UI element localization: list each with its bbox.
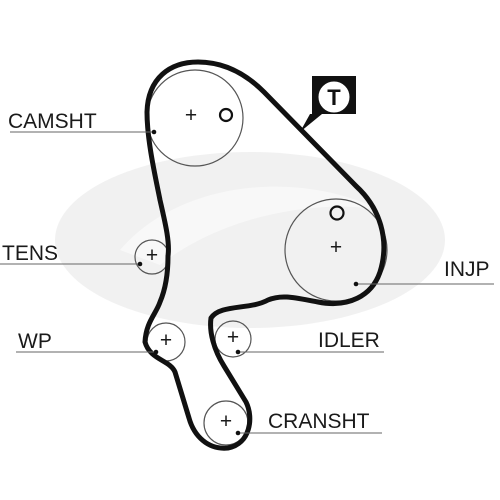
tensioner-badge-letter: T <box>327 85 341 110</box>
crankshaft-center-mark: + <box>220 410 232 433</box>
injection-pump-center-mark: + <box>330 236 342 259</box>
water-pump-center-mark: + <box>160 329 172 352</box>
label-camshaft: CAMSHT <box>8 110 97 133</box>
label-idler: IDLER <box>318 329 380 352</box>
leader-lines <box>0 131 494 434</box>
timing-belt <box>142 59 387 451</box>
camshaft-center-mark: + <box>185 104 197 127</box>
timing-mark-icon <box>329 205 345 221</box>
label-injection-pump: INJP <box>444 258 490 281</box>
label-tensioner: TENS <box>2 242 58 265</box>
idler-pulley <box>214 320 252 358</box>
timing-mark-icon <box>218 107 234 123</box>
injection-pump-pulley <box>284 198 388 302</box>
tensioner-center-mark: + <box>146 244 158 267</box>
label-water-pump: WP <box>18 330 52 353</box>
tensioner-badge: T <box>300 76 356 132</box>
label-crankshaft: CRANSHT <box>268 410 370 433</box>
idler-center-mark: + <box>227 326 239 349</box>
watermark-logo <box>55 152 445 328</box>
